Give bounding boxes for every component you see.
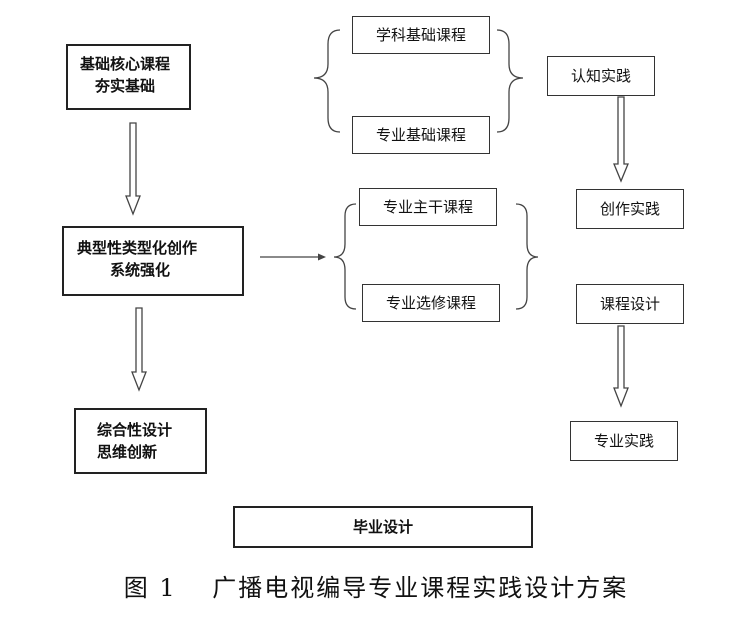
node-major-elective: 专业选修课程 bbox=[362, 284, 500, 322]
node-text: 综合性设计 bbox=[97, 421, 173, 439]
node-professional-practice: 专业实践 bbox=[570, 421, 678, 461]
figure-caption: 图 1 广播电视编导专业课程实践设计方案 bbox=[123, 574, 629, 602]
hollow-arrow-down bbox=[131, 307, 147, 392]
brace-right bbox=[515, 203, 539, 310]
brace-left bbox=[313, 29, 341, 133]
node-cognitive-practice: 认知实践 bbox=[547, 56, 655, 96]
node-creative-practice: 创作实践 bbox=[576, 189, 684, 229]
node-text: 思维创新 bbox=[97, 443, 158, 461]
node-major-basic: 专业基础课程 bbox=[352, 116, 490, 154]
node-text: 系统强化 bbox=[110, 261, 171, 279]
node-core-courses: 基础核心课程 夯实基础 bbox=[66, 44, 191, 110]
node-text: 夯实基础 bbox=[95, 77, 156, 95]
node-typical-creation: 典型性类型化创作 系统强化 bbox=[62, 226, 244, 296]
brace-right bbox=[496, 29, 524, 133]
hollow-arrow-down bbox=[125, 122, 141, 216]
node-subject-basic: 学科基础课程 bbox=[352, 16, 490, 54]
node-graduation-design: 毕业设计 bbox=[233, 506, 533, 548]
hollow-arrow-down bbox=[613, 325, 629, 408]
node-text: 基础核心课程 bbox=[80, 55, 171, 73]
hollow-arrow-down bbox=[613, 96, 629, 183]
node-comprehensive-design: 综合性设计 思维创新 bbox=[74, 408, 207, 474]
node-text: 典型性类型化创作 bbox=[77, 239, 198, 257]
brace-left bbox=[333, 203, 357, 310]
node-course-design: 课程设计 bbox=[576, 284, 684, 324]
arrow-head bbox=[318, 253, 326, 261]
node-major-main: 专业主干课程 bbox=[359, 188, 497, 226]
